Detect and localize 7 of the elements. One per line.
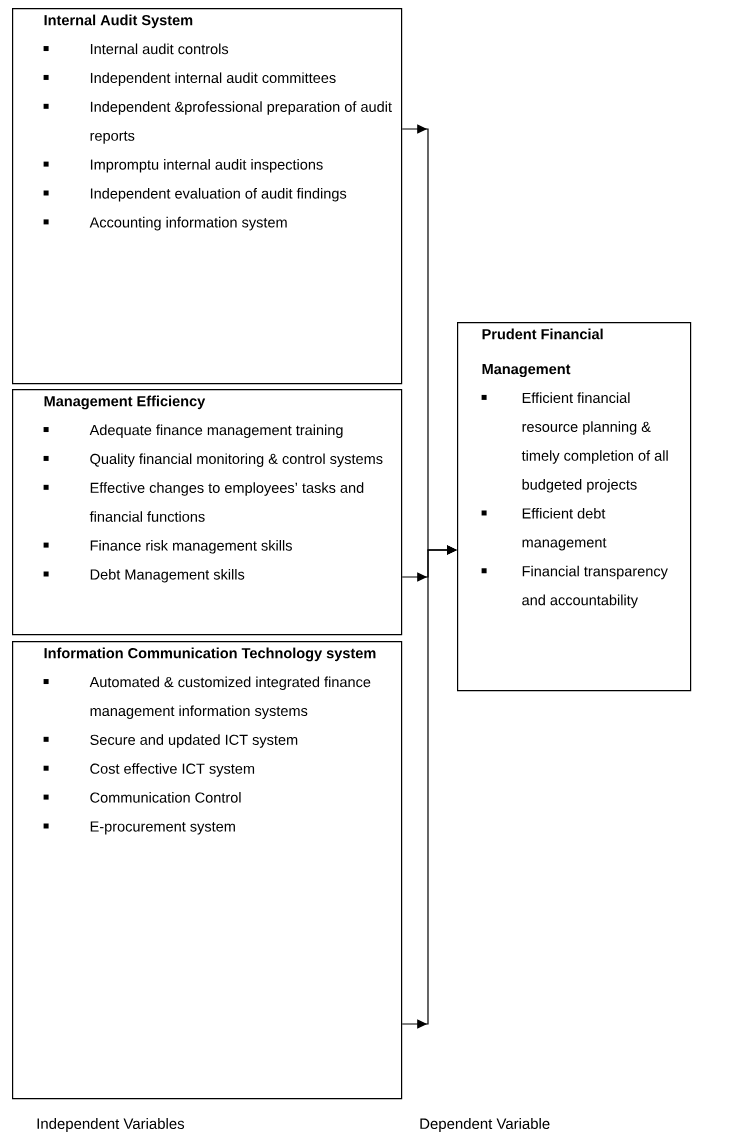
- text-box: Management Efficiency Adequate finance management training Quality financial monitoring & control systems Effective changes to employees’ tasks and financial functions Finance risk management skills Debt Management skills: [12, 389, 403, 636]
- caption-text: Independent Variables: [37, 1118, 185, 1132]
- text-box: Prudent Financial Management Efficient financial resource planning & timely completion of all budgeted projects Efficient debt management Financial transparency and accountability: [457, 322, 692, 692]
- arrow: [401, 545, 457, 1029]
- caption-text: Dependent Variable: [420, 1118, 550, 1132]
- text-box: Information Communication Technology system Automated & customized integrated finance management information systems Secure and updated ICT system Cost effective ICT system Communication Control E-procurement system: [12, 641, 403, 1100]
- text-box: Internal Audit System Internal audit controls Independent internal audit committees Independent &professional preparation of audit reports Impromptu internal audit inspections Independent evaluation of audit findings Accounting information system: [12, 8, 403, 385]
